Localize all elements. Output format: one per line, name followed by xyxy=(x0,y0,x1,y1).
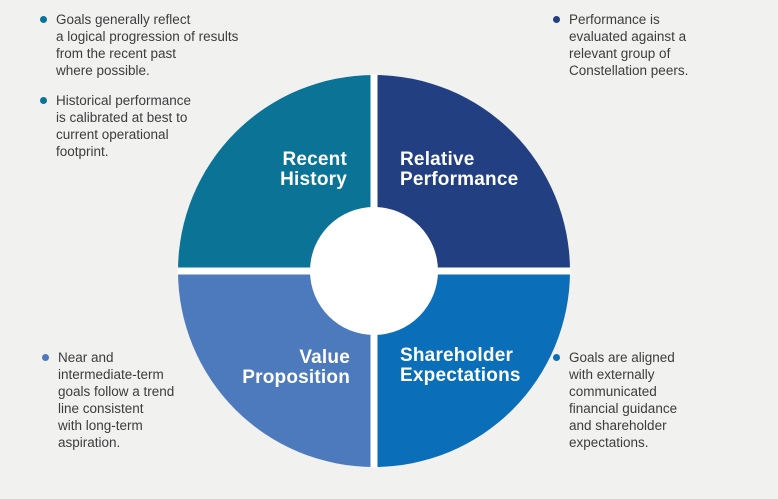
note-text: Goals are aligned with externally commun… xyxy=(569,350,678,450)
notes-top-left: Goals generally reflect a logical progre… xyxy=(40,11,265,160)
quadrant-recent-history xyxy=(178,75,374,271)
list-item: Goals generally reflect a logical progre… xyxy=(40,11,265,79)
note-text: Historical performance is calibrated at … xyxy=(56,93,192,159)
bullet-dot xyxy=(40,16,47,23)
quadrant-value-proposition xyxy=(178,271,374,467)
note-text: Goals generally reflect a logical progre… xyxy=(56,12,239,78)
quadrant-shareholder-expectations xyxy=(374,271,570,467)
donut-hole xyxy=(310,207,438,335)
bullet-dot xyxy=(40,97,47,104)
note-text: Performance is evaluated against a relev… xyxy=(569,12,689,78)
bullet-dot xyxy=(553,16,560,23)
label-shareholder-expectations: Shareholder Expectations xyxy=(400,345,521,386)
bullet-dot xyxy=(553,354,560,361)
quadrant-relative-performance xyxy=(374,75,570,271)
notes-bottom-left: Near and intermediate-term goals follow … xyxy=(42,349,237,451)
label-value-proposition: Value Proposition xyxy=(242,347,350,388)
list-item: Historical performance is calibrated at … xyxy=(40,92,265,160)
label-recent-history: Recent History xyxy=(280,149,347,190)
note-text: Near and intermediate-term goals follow … xyxy=(58,350,175,450)
list-item: Performance is evaluated against a relev… xyxy=(553,11,758,79)
bullet-dot xyxy=(42,354,49,361)
notes-top-right: Performance is evaluated against a relev… xyxy=(553,11,758,79)
label-relative-performance: Relative Performance xyxy=(400,149,519,190)
list-item: Goals are aligned with externally commun… xyxy=(553,349,758,451)
notes-bottom-right: Goals are aligned with externally commun… xyxy=(553,349,758,451)
list-item: Near and intermediate-term goals follow … xyxy=(42,349,237,451)
